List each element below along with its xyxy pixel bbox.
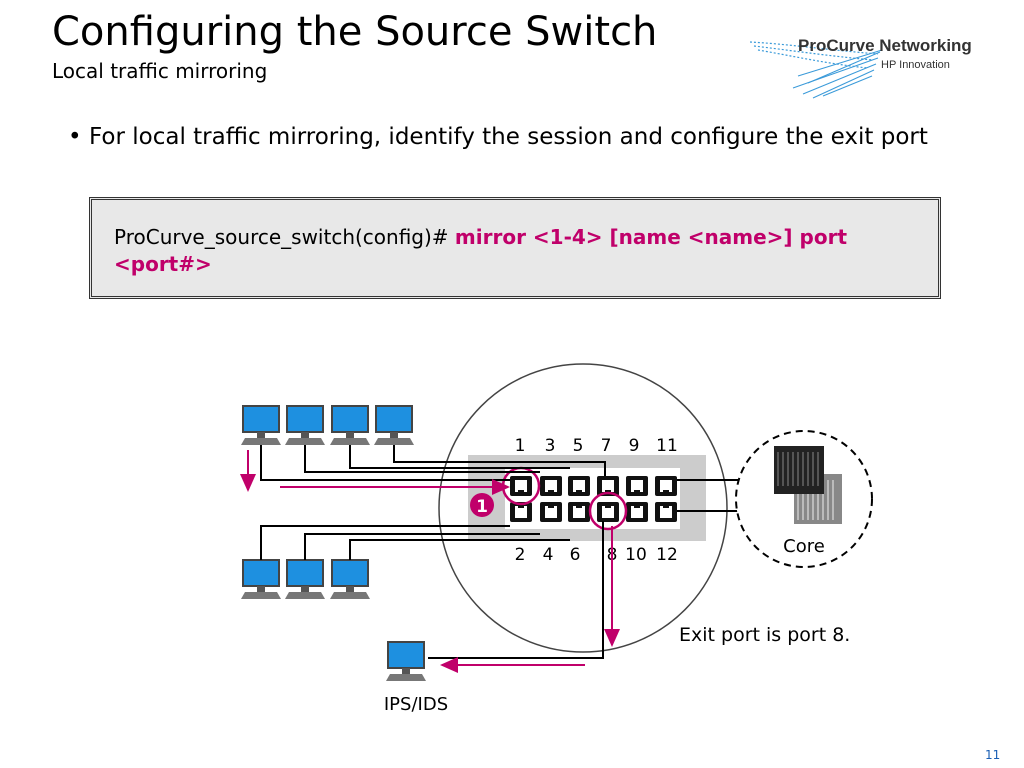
bullet-text: For local traffic mirroring, identify th… xyxy=(89,124,928,150)
port-6 xyxy=(568,502,590,522)
pc-icon xyxy=(329,405,371,446)
bottom-pc-group xyxy=(240,559,371,600)
bullet-dot-icon: • xyxy=(68,124,82,150)
ids-label: IPS/IDS xyxy=(384,694,448,715)
port-label-4: 4 xyxy=(543,545,554,565)
pc-icon xyxy=(240,559,282,600)
port-8 xyxy=(597,502,619,522)
command-syntax-box: ProCurve_source_switch(config)# mirror <… xyxy=(89,197,941,299)
exit-port-highlight xyxy=(588,491,628,531)
pc-icon xyxy=(329,559,371,600)
port-label-3: 3 xyxy=(545,436,556,456)
exit-port-cable xyxy=(428,521,604,659)
core-label: Core xyxy=(783,536,825,557)
port-11 xyxy=(655,476,677,496)
pc-icon xyxy=(284,405,326,446)
mirror-command-syntax: mirror <1-4> [name <name>] port <port#> xyxy=(114,225,848,276)
port-label-10: 10 xyxy=(625,545,647,565)
command-line: ProCurve_source_switch(config)# mirror <… xyxy=(114,224,914,278)
slide-title: Configuring the Source Switch xyxy=(52,9,658,55)
logo-tagline: HP Innovation xyxy=(881,59,950,71)
core-switch-icon xyxy=(774,446,842,524)
port-label-7: 7 xyxy=(601,436,612,456)
pc-icon xyxy=(373,405,415,446)
logo-swoosh-icon xyxy=(749,41,883,99)
port-3 xyxy=(540,476,562,496)
port-9 xyxy=(626,476,648,496)
step-badge-number: 1 xyxy=(476,497,488,517)
exit-port-note: Exit port is port 8. xyxy=(679,624,850,646)
port-label-5: 5 xyxy=(573,436,584,456)
step-badge xyxy=(470,493,494,517)
port-4 xyxy=(540,502,562,522)
page-number: 11 xyxy=(985,748,1001,762)
pc-icon xyxy=(284,559,326,600)
procurve-logo: ProCurve Networking HP Innovation xyxy=(748,28,988,103)
slide-subtitle: Local traffic mirroring xyxy=(52,59,268,83)
port-label-2: 2 xyxy=(515,545,526,565)
port-label-1: 1 xyxy=(515,436,526,456)
bottom-cables xyxy=(260,525,570,560)
port-12 xyxy=(655,502,677,522)
port-label-9: 9 xyxy=(629,436,640,456)
cli-prompt: ProCurve_source_switch(config)# xyxy=(114,225,455,249)
port-label-11: 11 xyxy=(656,436,678,456)
port-10 xyxy=(626,502,648,522)
logo-name: ProCurve Networking xyxy=(798,36,972,55)
port-5 xyxy=(568,476,590,496)
pc-icon xyxy=(240,405,282,446)
top-cables xyxy=(260,445,606,481)
port-label-12: 12 xyxy=(656,545,678,565)
port-label-6: 6 xyxy=(570,545,581,565)
top-pc-group xyxy=(240,405,415,446)
ids-monitor-icon xyxy=(385,641,427,682)
port-1 xyxy=(510,476,532,496)
